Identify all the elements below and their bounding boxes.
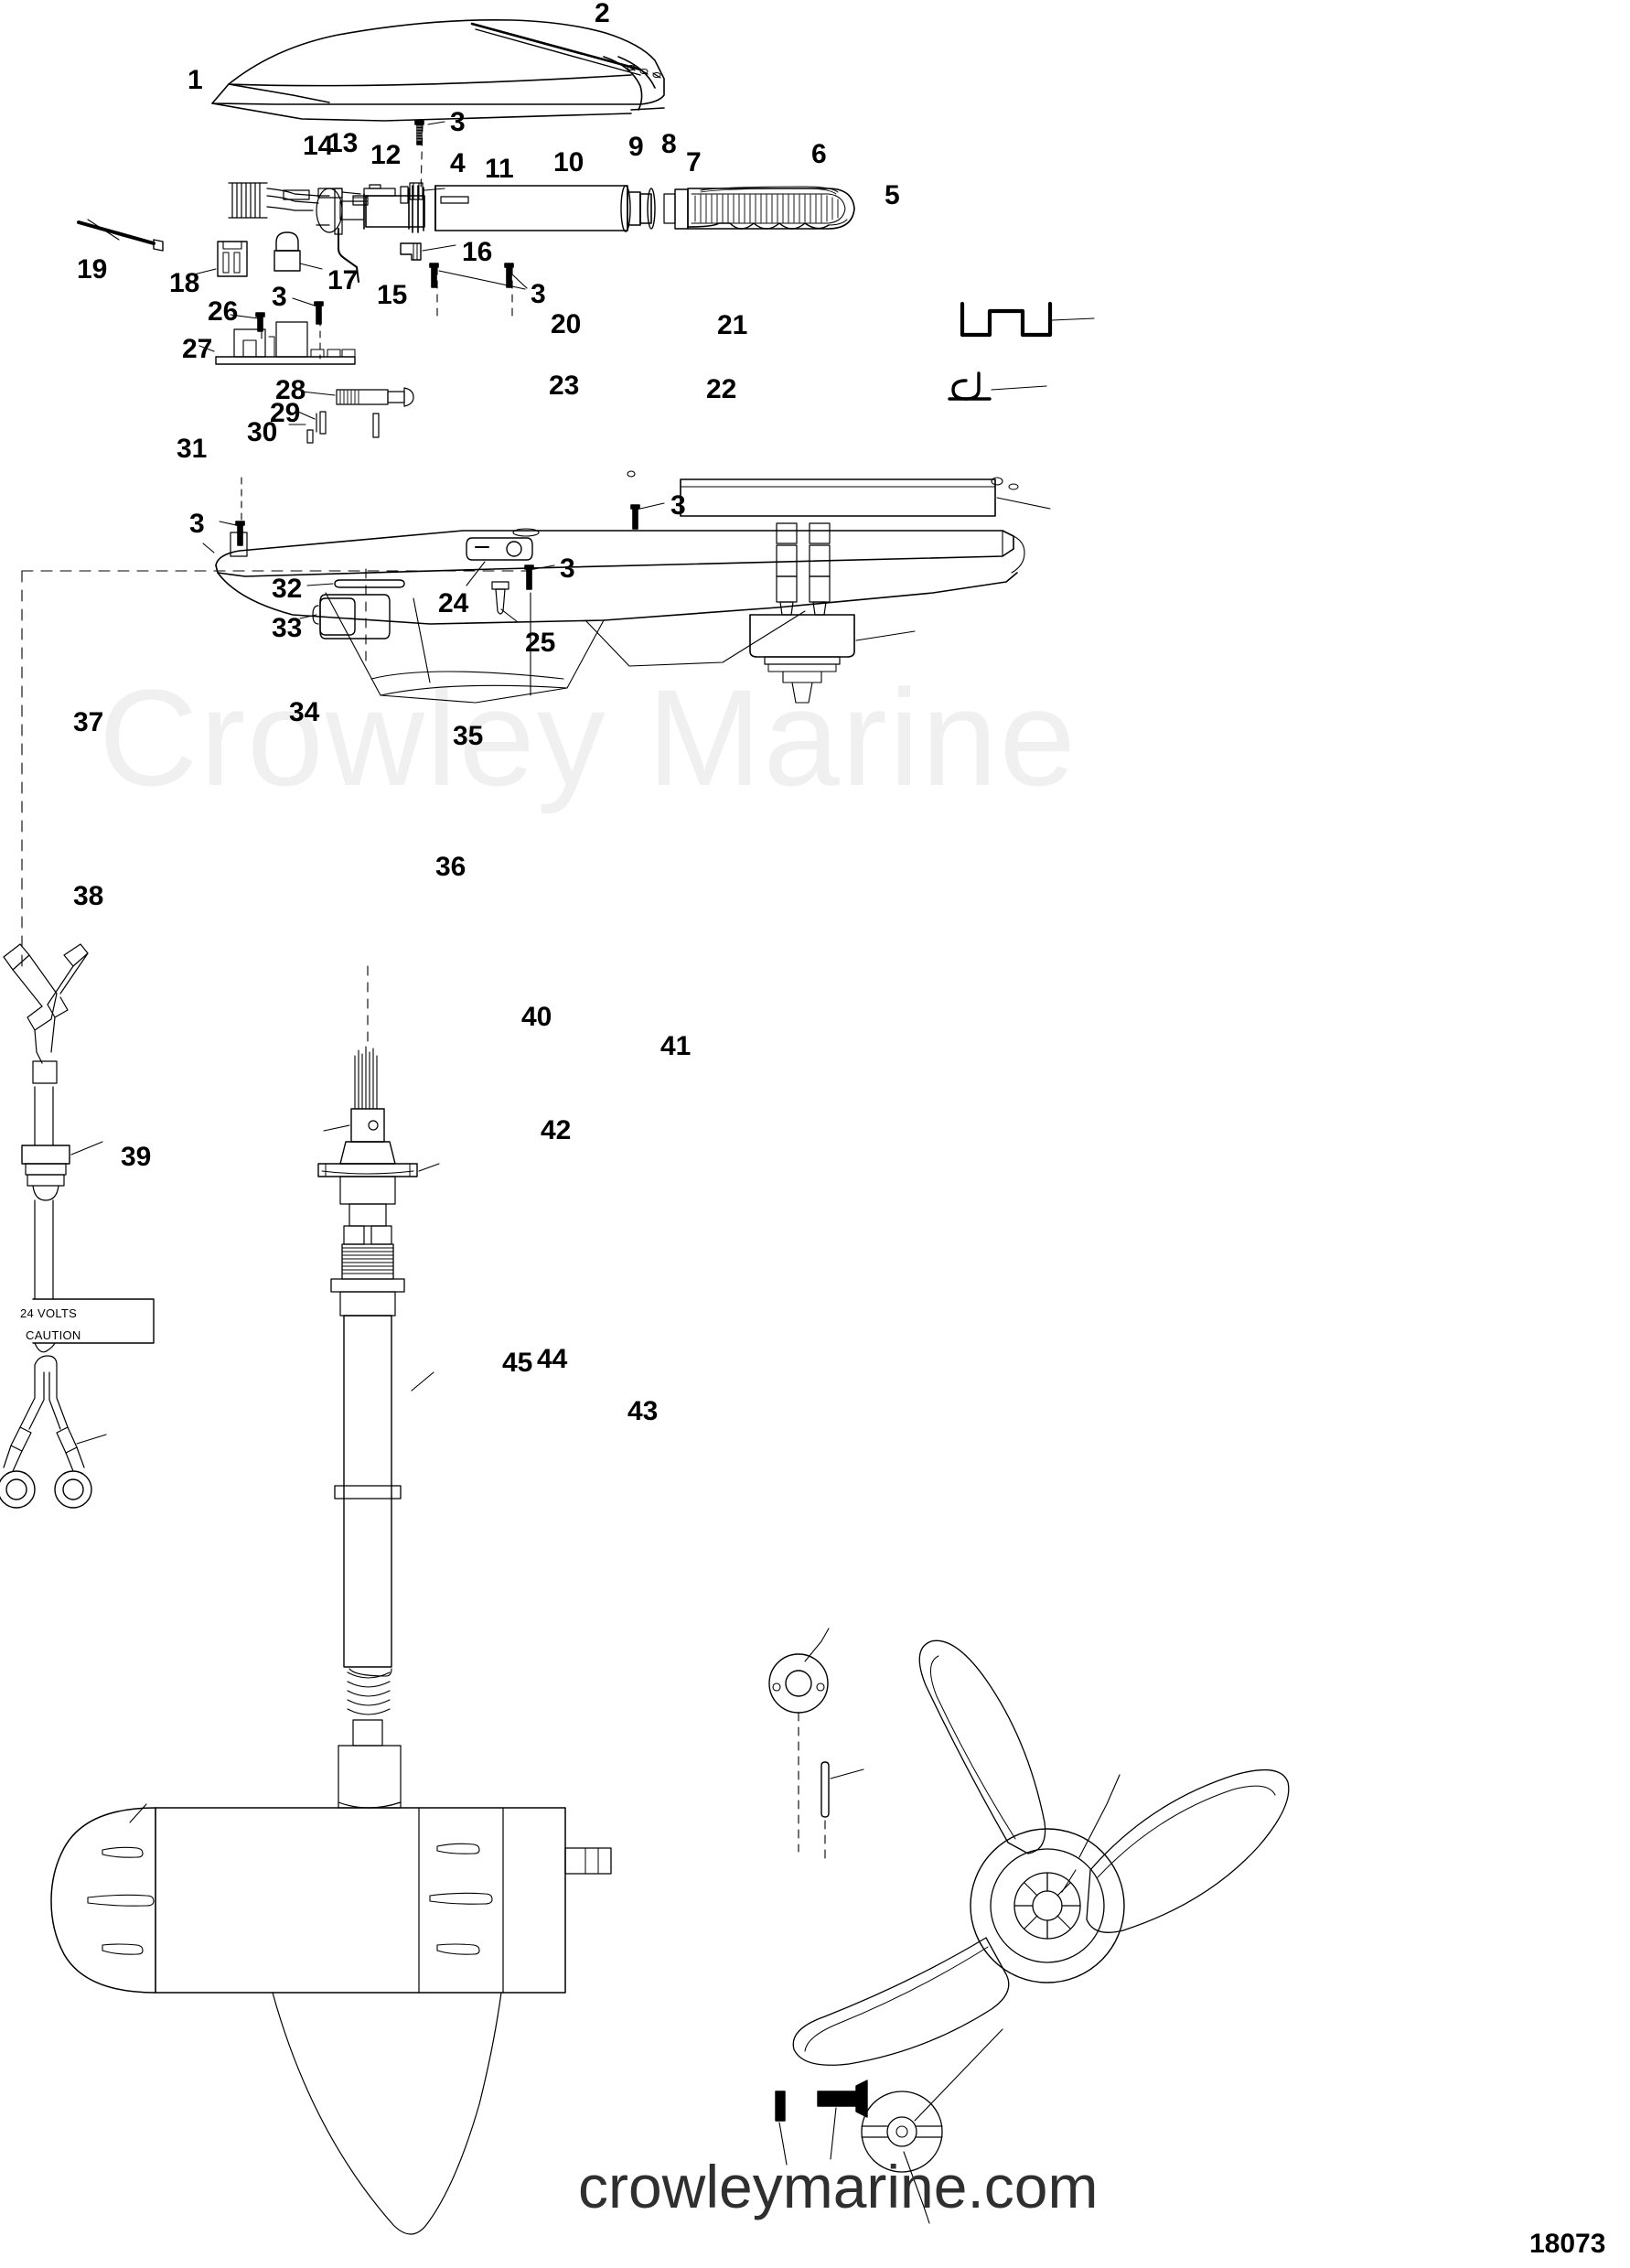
callout-cover-plate: 20 — [551, 309, 582, 339]
propeller-artwork — [768, 1628, 1290, 2224]
callout-end-cap: 5 — [885, 180, 900, 210]
callout-shaft-washer: 32 — [272, 574, 303, 604]
callout-circuit-board: 27 — [182, 334, 213, 364]
callout-screw: 3 — [670, 490, 686, 521]
callout-screw: 3 — [560, 554, 575, 584]
callout-wiring-harness: 14 — [303, 131, 334, 161]
callout-bushing: 13 — [327, 128, 359, 158]
callout-tiller-handle-tube: 10 — [553, 147, 584, 177]
callout-motor-housing: 39 — [121, 1142, 152, 1172]
callout-decal-plate: 24 — [438, 588, 469, 618]
callout-spacer: 12 — [370, 140, 402, 170]
callout-retaining-ring: 8 — [661, 129, 677, 159]
callout-washer: 11 — [485, 154, 514, 184]
cowl-cover-artwork — [211, 19, 665, 122]
callout-spring-clip: 22 — [706, 374, 737, 404]
callout-motor-cowl-top-cover: 1 — [188, 65, 203, 95]
tiller-assembly-artwork — [228, 182, 855, 283]
callout-shaft-collar-flange: 35 — [453, 721, 484, 751]
voltage-label-text: 24 VOLTS — [20, 1306, 78, 1320]
callout-battery-lead-ring-terminals: 38 — [73, 881, 104, 911]
lower-housing-artwork — [21, 470, 1025, 971]
callout-bracket-clip: 16 — [462, 237, 493, 267]
callout-collar-sleeve: 7 — [686, 147, 702, 177]
callout-anode-washer: 40 — [521, 1002, 552, 1032]
callout-prop-nut-washer: 43 — [627, 1396, 659, 1426]
callout-propeller: 41 — [660, 1031, 692, 1061]
diagram-number: 18073 — [1529, 2229, 1606, 2259]
callout-bushing-small: 30 — [247, 417, 278, 447]
callout-lower-housing-cover: 31 — [177, 434, 208, 464]
battery-cable-artwork — [0, 943, 155, 1509]
callout-motor-shaft: 36 — [435, 852, 466, 882]
callout-o-ring: 9 — [628, 132, 644, 162]
callout-long-bolt: 19 — [77, 254, 108, 285]
callout-cowl-trim-strip: 2 — [595, 0, 610, 28]
callout-grip-sleeve: 6 — [811, 139, 827, 169]
motor-housing-artwork — [50, 1803, 612, 2235]
shaft-artwork — [317, 965, 440, 1809]
callout-drive-pin: 42 — [541, 1115, 572, 1145]
switch-and-brackets-artwork — [680, 301, 1095, 704]
callout-screw: 3 — [272, 282, 287, 312]
callout-knob-cap: 17 — [327, 265, 359, 296]
fasteners-artwork — [77, 120, 528, 444]
callout-switch-assembly: 23 — [549, 371, 580, 401]
callout-clamp-bracket: 21 — [717, 310, 748, 340]
callout-washer-flat: 29 — [270, 398, 301, 428]
callout-screw: 3 — [450, 107, 466, 137]
callout-battery-cable-connector: 37 — [73, 707, 104, 737]
callout-shear-pin: 45 — [502, 1348, 533, 1378]
callout-screw-small: 26 — [208, 296, 239, 327]
callout-connector-terminal: 18 — [169, 268, 200, 298]
caution-label-text: CAUTION — [26, 1328, 81, 1342]
callout-collar: 4 — [450, 148, 466, 178]
callout-lever-arm: 15 — [377, 280, 408, 310]
callout-upper-shaft-coupler: 34 — [289, 697, 320, 727]
callout-prop-screw: 44 — [537, 1344, 568, 1374]
callout-depth-collar: 33 — [272, 613, 303, 643]
callout-screw: 3 — [531, 279, 546, 309]
callout-screw: 3 — [189, 509, 205, 539]
callout-rubber-plug: 25 — [525, 628, 556, 658]
callout-carriage-bolt: 28 — [275, 375, 306, 405]
